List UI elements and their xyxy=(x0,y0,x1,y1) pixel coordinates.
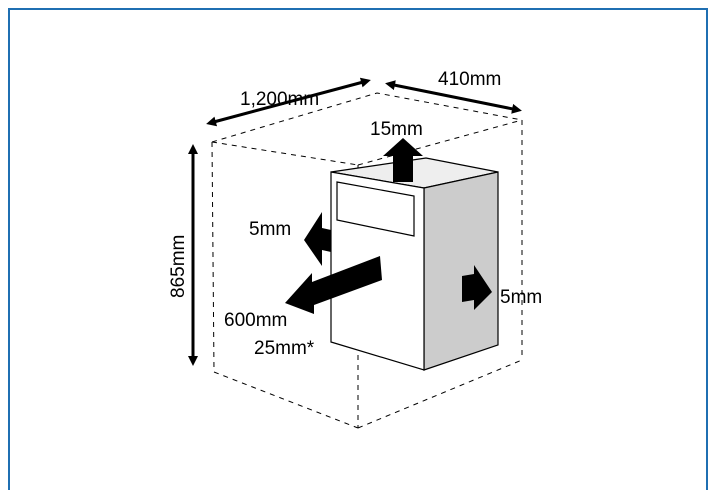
front-note-label: 25mm* xyxy=(254,338,315,359)
depth-label: 410mm xyxy=(438,69,501,90)
right-clearance-arrow xyxy=(462,265,492,310)
appliance-unit xyxy=(330,157,499,371)
appliance-display-panel xyxy=(336,181,415,237)
front-clearance-arrow xyxy=(285,256,382,314)
dimension-arrows xyxy=(188,77,522,366)
width-label: 1,200mm xyxy=(240,89,319,110)
front-clearance-label: 600mm xyxy=(224,310,287,331)
figure-border xyxy=(8,8,708,490)
depth-dimension-arrow xyxy=(385,80,522,114)
top-clearance-arrow xyxy=(383,138,423,182)
top-clearance-label: 15mm xyxy=(370,119,423,140)
right-clearance-label: 5mm xyxy=(500,287,542,308)
height-label: 865mm xyxy=(168,235,189,298)
left-clearance-label: 5mm xyxy=(249,219,291,240)
appliance-side-face xyxy=(423,171,499,371)
left-clearance-arrow xyxy=(304,212,331,266)
width-dimension-arrow xyxy=(206,77,371,127)
